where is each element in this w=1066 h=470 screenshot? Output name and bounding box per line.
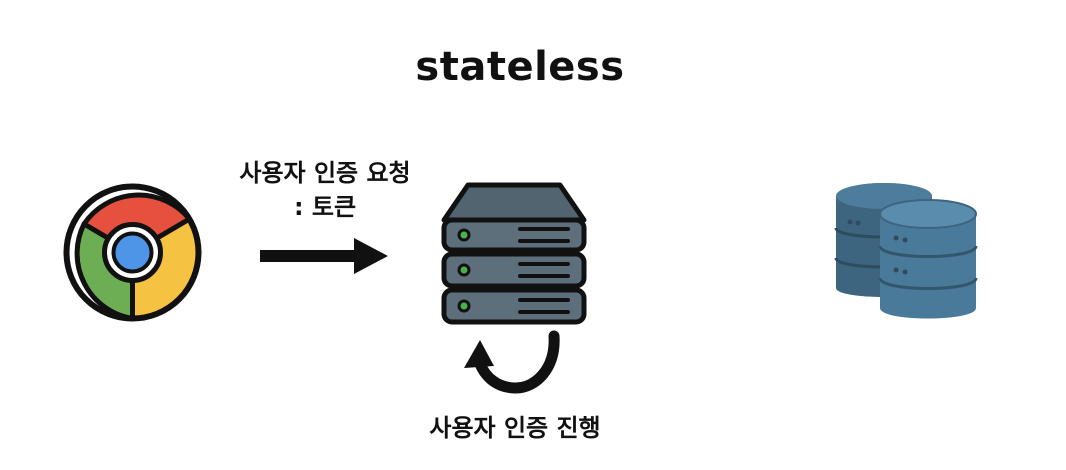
circular-arrow-icon — [464, 330, 560, 394]
database-icon — [834, 183, 978, 319]
process-label: 사용자 인증 진행 — [429, 414, 601, 442]
server-rack-icon — [441, 182, 587, 325]
diagram-title: stateless — [415, 44, 625, 90]
request-label-line1: 사용자 인증 요청 — [239, 159, 411, 187]
request-label-line2: : 토큰 — [293, 193, 357, 221]
request-label: 사용자 인증 요청 : 토큰 — [210, 156, 440, 224]
arrow-right-icon — [260, 238, 388, 274]
chrome-browser-icon — [63, 183, 202, 322]
